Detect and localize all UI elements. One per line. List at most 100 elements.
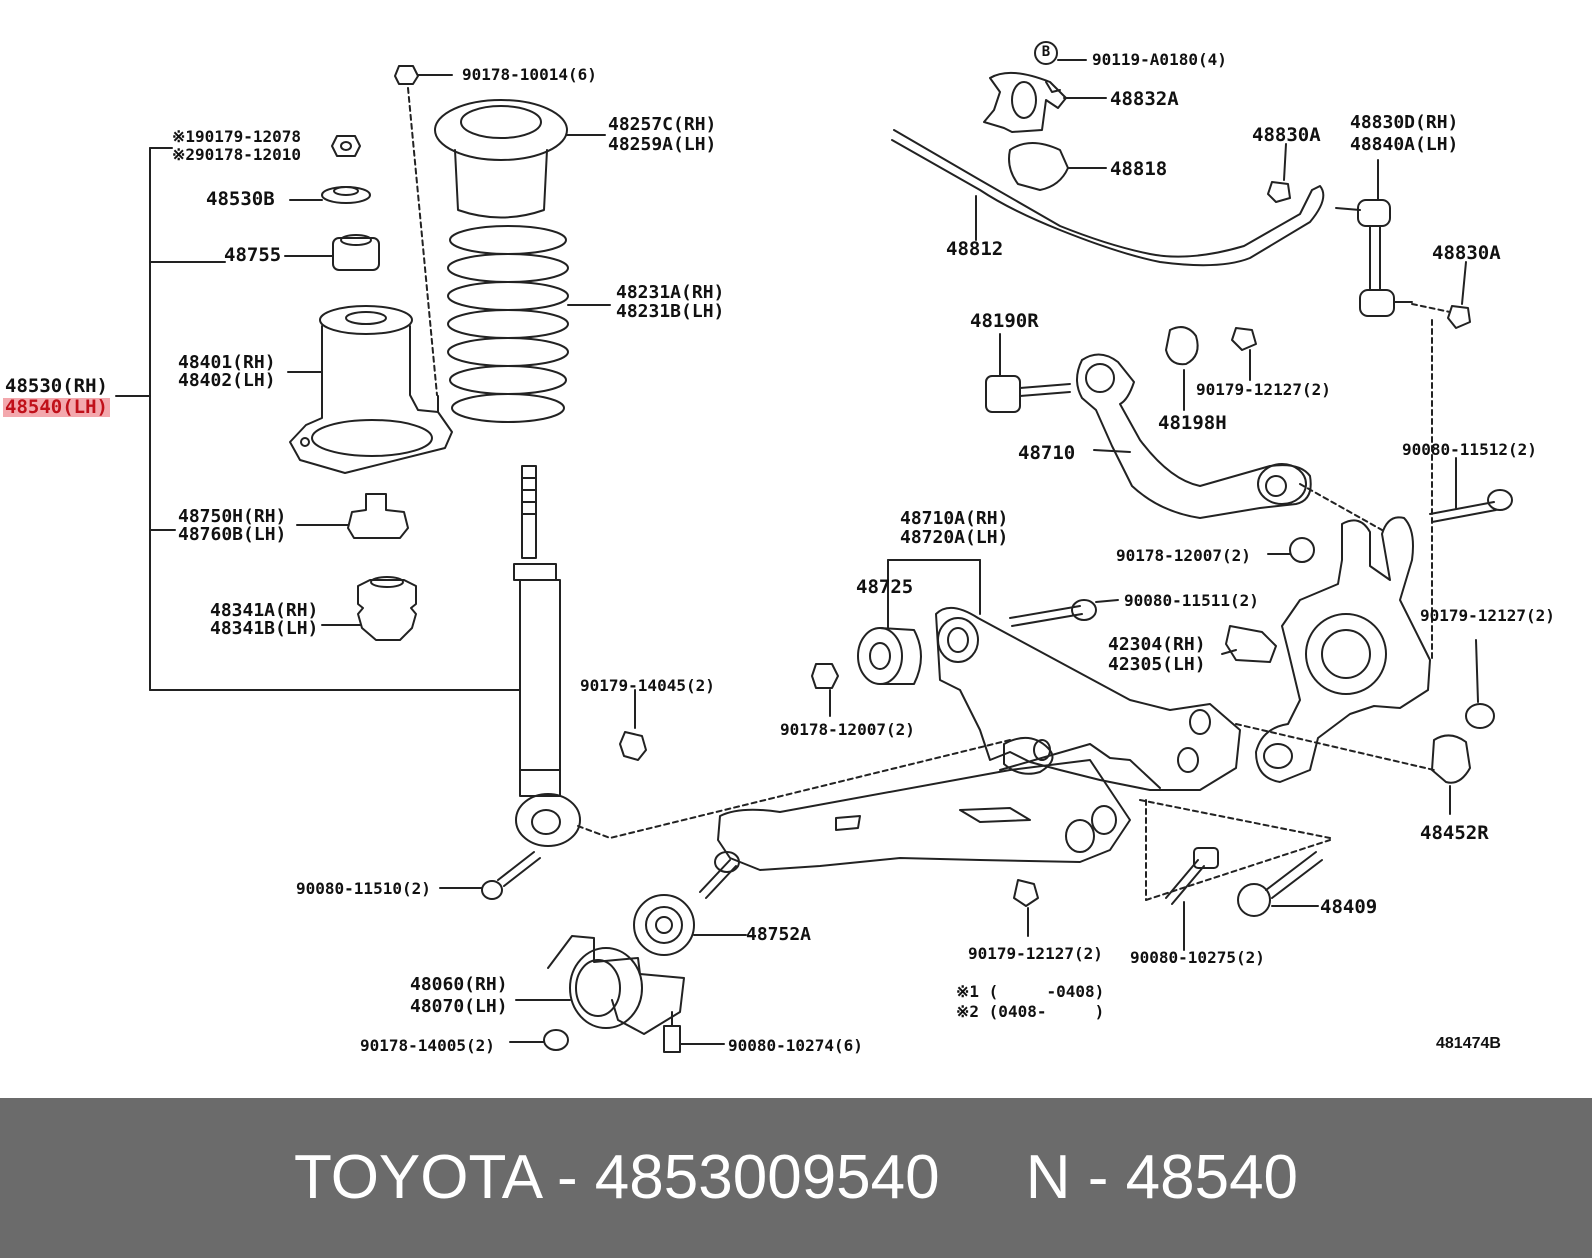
part-label-48830a-top: 48830A — [1252, 124, 1321, 146]
part-label-48452r: 48452R — [1420, 822, 1489, 844]
part-label-48070: 48070(LH) — [410, 996, 508, 1017]
part-label-90179-12127-b: 90179-12127(2) — [1420, 606, 1555, 625]
part-label-48720a: 48720A(LH) — [900, 527, 1009, 548]
nut-90179-12127-right — [1465, 639, 1495, 729]
part-label-48231b: 48231B(LH) — [616, 301, 725, 322]
dust-boot-48401 — [287, 305, 453, 474]
part-label-48710: 48710 — [1018, 442, 1076, 464]
part-label-48530: 48530(RH) — [5, 375, 108, 397]
part-number-title: TOYOTA - 4853009540 N - 48540 — [293, 1143, 1299, 1212]
part-label-48812: 48812 — [946, 238, 1004, 260]
bushing-48725 — [857, 589, 922, 685]
part-label-48755: 48755 — [224, 244, 282, 266]
part-label-48540-highlighted[interactable]: 48540(LH) — [3, 396, 110, 418]
cam-48198h — [1165, 326, 1199, 411]
part-label-90119-a0180: 90119-A0180(4) — [1092, 50, 1227, 69]
part-label-90080-11510: 90080-11510(2) — [296, 879, 431, 898]
part-label-48530b: 48530B — [206, 188, 275, 210]
bushing-48755 — [284, 234, 380, 271]
part-label-90080-11511: 90080-11511(2) — [1124, 591, 1259, 610]
part-label-90179-12127-a: 90179-12127(2) — [1196, 380, 1331, 399]
part-label-48231a: 48231A(RH) — [616, 282, 725, 303]
part-label-48752a: 48752A — [746, 924, 812, 945]
spring-seat-48257c — [434, 99, 606, 219]
part-label-48818: 48818 — [1110, 158, 1168, 180]
clamp-48832a — [983, 59, 1107, 133]
part-label-48401: 48401(RH) — [178, 352, 276, 373]
bolt-90080-11510 — [439, 851, 541, 900]
shock-absorber — [513, 465, 611, 847]
diagram-code: 481474B — [1436, 1035, 1501, 1052]
circle-b-label: B — [1041, 44, 1051, 60]
part-label-290178: ※290178-12010 — [172, 145, 301, 164]
part-label-48725: 48725 — [856, 576, 914, 598]
bolt-48409 — [1237, 851, 1323, 917]
part-label-90080-10275: 90080-10275(2) — [1130, 948, 1265, 967]
nut-90178-14005 — [509, 1029, 569, 1051]
part-label-90080-11512: 90080-11512(2) — [1402, 440, 1537, 459]
dashed-lines-right — [609, 483, 1435, 901]
part-label-48341b: 48341B(LH) — [210, 618, 319, 639]
stabilizer-bar-48812 — [891, 129, 1325, 267]
part-label-48402: 48402(LH) — [178, 370, 276, 391]
bushing-48818 — [1008, 142, 1107, 191]
bushing-48752a — [633, 894, 747, 956]
bolt-90080-11512 — [1429, 457, 1513, 523]
nut-top-left — [331, 135, 361, 157]
nut-48830a-right — [1447, 261, 1471, 329]
part-label-90179-12127-c: 90179-12127(2) — [968, 944, 1103, 963]
part-label-90080-10274: 90080-10274(6) — [728, 1036, 863, 1055]
part-label-90178-12007-a: 90178-12007(2) — [1116, 546, 1251, 565]
part-label-48840a: 48840A(LH) — [1350, 134, 1459, 155]
part-label-48750h: 48750H(RH) — [178, 506, 287, 527]
part-label-48832a: 48832A — [1110, 88, 1179, 110]
link-48830d — [1335, 159, 1451, 661]
part-label-90179-14045: 90179-14045(2) — [580, 676, 715, 695]
part-label-42304: 42304(RH) — [1108, 634, 1206, 655]
knuckle-42304 — [1221, 516, 1431, 783]
bump-stopper-48341a — [321, 576, 417, 641]
coil-spring-48231a — [447, 225, 611, 423]
footer-bar: TOYOTA - 4853009540 N - 48540 — [0, 1098, 1592, 1258]
part-label-190179: ※190179-12078 — [172, 127, 301, 146]
note-2: ※2 (0408- ) — [956, 1002, 1105, 1021]
part-label-48190r: 48190R — [970, 310, 1039, 332]
part-label-48830d: 48830D(RH) — [1350, 112, 1459, 133]
part-label-48409: 48409 — [1320, 896, 1378, 918]
washer-48530b — [289, 186, 371, 204]
arm-48710 — [1076, 353, 1312, 519]
bracket-lines-48710a — [887, 559, 981, 615]
note-1: ※1 ( -0408) — [956, 982, 1105, 1001]
part-label-48198h: 48198H — [1158, 412, 1227, 434]
part-label-48760b: 48760B(LH) — [178, 524, 287, 545]
nut-90178-10014 — [394, 65, 453, 396]
part-label-48259a: 48259A(LH) — [608, 134, 717, 155]
part-label-90178-12007-b: 90178-12007(2) — [780, 720, 915, 739]
nut-90179-14045 — [619, 689, 647, 761]
circle-b-icon — [1034, 41, 1058, 65]
nut-90178-12007-left — [811, 663, 839, 717]
part-label-48341a: 48341A(RH) — [210, 600, 319, 621]
bolt-90080-11511 — [1009, 599, 1119, 627]
part-label-90178-10014: 90178-10014(6) — [462, 65, 597, 84]
bushing-48452r — [1431, 734, 1471, 815]
part-label-48830a-right: 48830A — [1432, 242, 1501, 264]
bracket-48060 — [515, 935, 685, 1035]
parts-diagram: 48530(RH) 48540(LH) ※190179-12078 ※29017… — [3, 41, 1555, 1055]
bolt-90080-10274 — [663, 1011, 725, 1053]
arm-48710a — [935, 607, 1241, 791]
bolt-48190r — [985, 333, 1071, 413]
part-label-48257c: 48257C(RH) — [608, 114, 717, 135]
nut-48830a-top — [1267, 143, 1291, 203]
nut-90179-12127-bottom — [1013, 879, 1039, 937]
part-label-48060: 48060(RH) — [410, 974, 508, 995]
bump-stopper-48750h — [296, 493, 409, 539]
part-label-48710a: 48710A(RH) — [900, 508, 1009, 529]
part-label-90178-14005: 90178-14005(2) — [360, 1036, 495, 1055]
nut-90178-12007-right — [1267, 537, 1315, 563]
assembly-bracket — [115, 147, 521, 691]
lower-arm — [699, 743, 1161, 899]
part-label-42305: 42305(LH) — [1108, 654, 1206, 675]
nut-90179-12127-top — [1231, 327, 1257, 381]
bolt-90080-10275 — [1165, 847, 1219, 951]
